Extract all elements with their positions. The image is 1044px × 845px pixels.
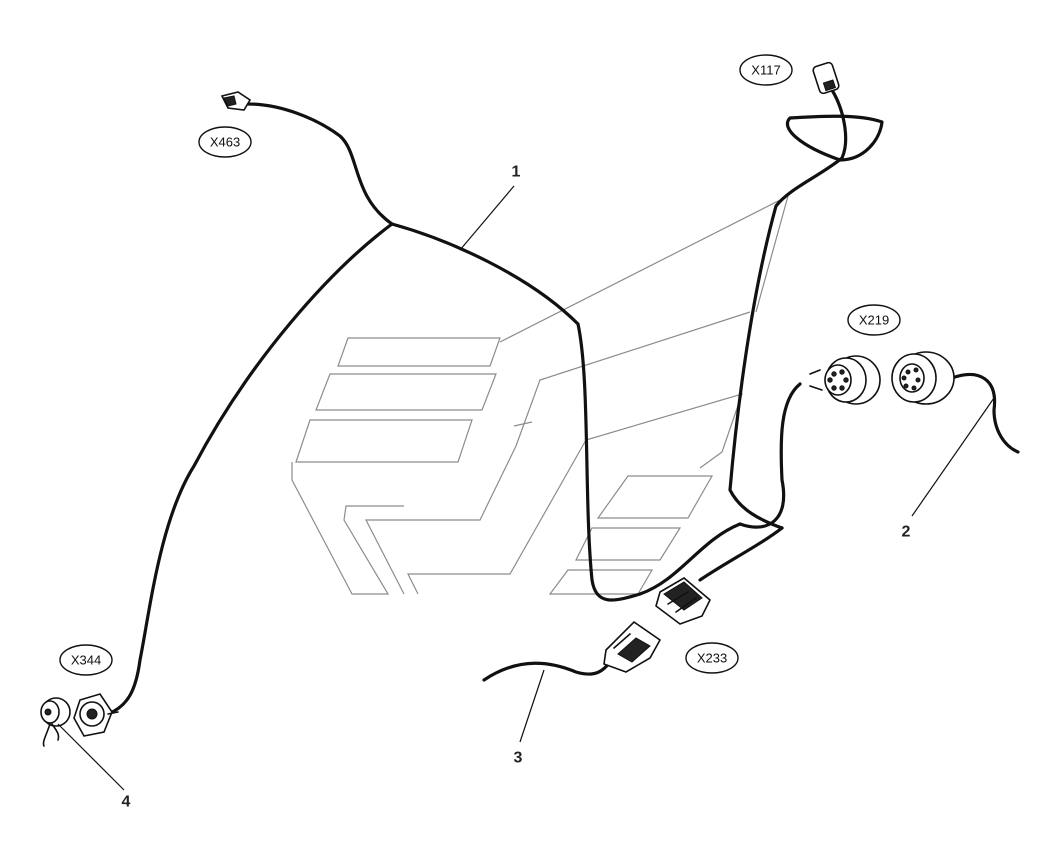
- label-x219-text: X219: [859, 313, 889, 328]
- connector-x233-female: [603, 620, 662, 673]
- connector-x219-plug: [891, 351, 955, 405]
- item-number-1: 1: [512, 164, 521, 181]
- label-x117: X117: [739, 54, 793, 86]
- leader-line-2: [911, 397, 995, 517]
- harness-2-wire: [950, 373, 1020, 454]
- dust-cap-item-4: [40, 697, 71, 747]
- label-x463-text: X463: [210, 135, 240, 150]
- label-x233: X233: [685, 642, 739, 674]
- item-number-4: 4: [122, 794, 131, 811]
- connector-x233-male: [655, 577, 711, 625]
- connector-x117-plug: [812, 61, 840, 95]
- label-x463: X463: [198, 126, 252, 158]
- leader-line-4: [57, 723, 125, 791]
- connector-x463-plug: [220, 91, 252, 111]
- harness-3-wire: [482, 660, 612, 682]
- label-x344: X344: [59, 644, 113, 676]
- leader-line-3: [519, 669, 545, 743]
- main-harness-wire: [106, 88, 884, 716]
- label-x233-text: X233: [697, 651, 727, 666]
- item-number-2: 2: [902, 524, 911, 541]
- label-x219: X219: [847, 304, 901, 336]
- item-number-3: 3: [514, 750, 523, 767]
- tractor-ghost-outline: [291, 194, 789, 595]
- leader-line-1: [459, 185, 515, 251]
- label-x117-text: X117: [751, 63, 780, 78]
- connector-x219-socket: [809, 355, 881, 405]
- connector-x344: [73, 693, 119, 737]
- label-x344-text: X344: [71, 653, 101, 668]
